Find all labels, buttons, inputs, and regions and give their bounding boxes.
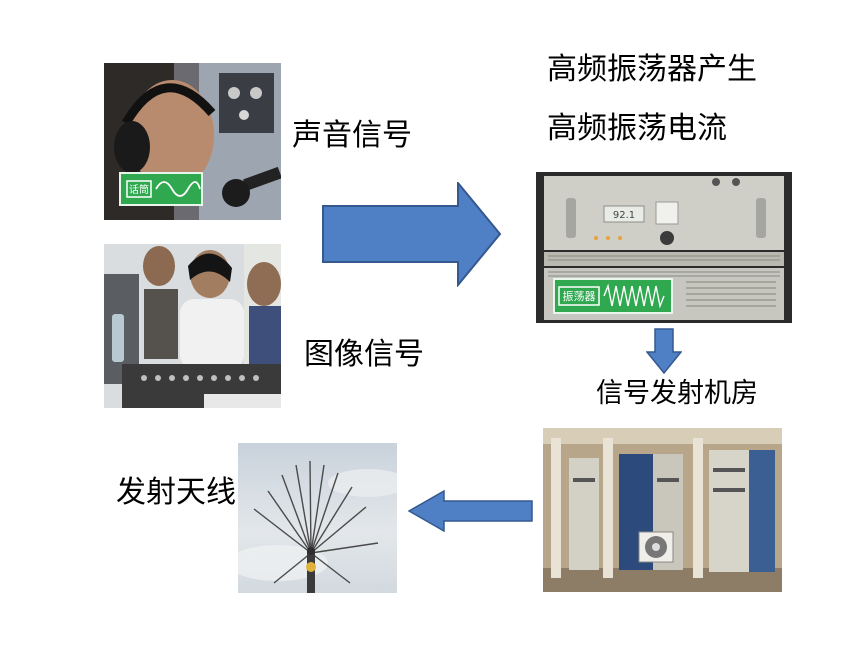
arrow-left [408, 490, 533, 532]
photo-transmitter-room [543, 428, 782, 592]
svg-text:话筒: 话筒 [129, 183, 149, 196]
svg-text:振荡器: 振荡器 [563, 289, 596, 303]
label-image-signal: 图像信号 [304, 337, 424, 372]
oscillator-badge: 振荡器 [553, 278, 673, 314]
photo-oscillator-rack: 92.1 振荡器 [536, 172, 792, 323]
photo-mixing-console [104, 244, 281, 408]
label-sound-signal: 声音信号 [292, 118, 412, 153]
label-antenna: 发射天线 [116, 475, 236, 510]
photo-antenna [238, 443, 397, 593]
arrow-right [322, 182, 502, 287]
label-transmit-room: 信号发射机房 [596, 378, 758, 409]
sound-badge: 话筒 [119, 172, 203, 206]
svg-text:92.1: 92.1 [613, 210, 635, 221]
label-oscillator-line2: 高频振荡电流 [547, 111, 727, 146]
label-oscillator-line1: 高频振荡器产生 [547, 52, 757, 87]
arrow-down [646, 328, 682, 374]
photo-microphone-broadcaster: 话筒 [104, 63, 281, 220]
